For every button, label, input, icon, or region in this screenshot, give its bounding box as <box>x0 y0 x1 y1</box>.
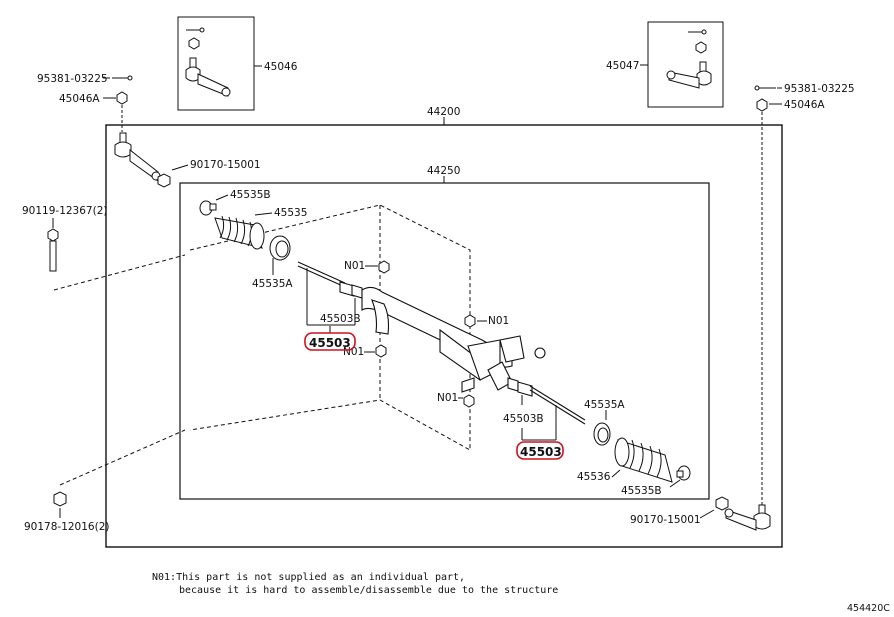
mount-bolt-icon <box>47 228 59 272</box>
ring-left-icon <box>269 235 291 261</box>
cotter-pin-left-icon <box>112 75 133 81</box>
label-45535B-upper[interactable]: 45535B <box>230 189 271 201</box>
label-n01-d[interactable]: N01 <box>437 392 458 404</box>
tie-rod-end-right-icon <box>724 504 771 531</box>
assembly-45047-frame <box>647 21 724 108</box>
footnote-line-2: because it is hard to assemble/disassemb… <box>179 585 558 596</box>
label-45046A-left[interactable]: 45046A <box>59 93 100 105</box>
castle-nut-left-icon <box>116 91 128 105</box>
rack-end-left-highlight[interactable] <box>304 332 356 351</box>
label-45503B-left[interactable]: 45503B <box>320 313 361 325</box>
lock-nut-right-icon <box>715 496 729 511</box>
label-45046A-right[interactable]: 45046A <box>784 99 825 111</box>
lock-nut-left-icon <box>157 173 171 188</box>
n01-bushing-a-icon <box>378 260 390 274</box>
label-n01-c[interactable]: N01 <box>343 346 364 358</box>
cotter-pin-right-icon <box>754 85 776 91</box>
label-45535A-right[interactable]: 45535A <box>584 399 625 411</box>
label-n01-a[interactable]: N01 <box>344 260 365 272</box>
boot-right-icon <box>614 437 673 483</box>
bushing-bolt-icon <box>53 491 67 507</box>
label-45503B-right[interactable]: 45503B <box>503 413 544 425</box>
label-45046[interactable]: 45046 <box>264 61 298 73</box>
label-45047[interactable]: 45047 <box>606 60 639 72</box>
footnote-line-1: N01:This part is not supplied as an indi… <box>152 572 465 583</box>
steering-rack-housing <box>297 261 586 425</box>
ring-right-icon <box>593 422 611 446</box>
label-44200[interactable]: 44200 <box>427 106 460 118</box>
label-45536[interactable]: 45536 <box>577 471 611 483</box>
boot-clamp-right-icon <box>676 465 691 481</box>
label-95381-left[interactable]: 95381-03225 <box>37 73 108 85</box>
label-45503-right[interactable]: 45503 <box>520 445 562 459</box>
n01-bushing-c-icon <box>375 344 387 358</box>
n01-bushing-d-icon <box>463 394 475 408</box>
rack-end-right-highlight[interactable] <box>516 441 564 460</box>
label-n01-b[interactable]: N01 <box>488 315 509 327</box>
assembly-45046-frame <box>177 16 255 111</box>
label-45535[interactable]: 45535 <box>274 207 307 219</box>
label-44250[interactable]: 44250 <box>427 165 460 177</box>
tie-rod-end-small-right-icon <box>666 29 712 89</box>
label-45503-left[interactable]: 45503 <box>309 336 351 350</box>
label-90170-left[interactable]: 90170-15001 <box>190 159 261 171</box>
castle-nut-right-icon <box>756 98 768 112</box>
label-45535A-left[interactable]: 45535A <box>252 278 293 290</box>
boot-left-icon <box>214 215 265 250</box>
tie-rod-end-small-left-icon <box>185 27 231 97</box>
n01-bushing-b-icon <box>464 314 476 328</box>
label-90119[interactable]: 90119-12367(2) <box>22 205 107 217</box>
figure-id: 454420C <box>847 603 890 614</box>
label-95381-right[interactable]: 95381-03225 <box>784 83 855 95</box>
boot-clamp-left-icon <box>199 200 217 216</box>
tie-rod-end-left-icon <box>114 132 161 182</box>
label-90170-right[interactable]: 90170-15001 <box>630 514 701 526</box>
label-90178[interactable]: 90178-12016(2) <box>24 521 109 533</box>
label-45535B-lower[interactable]: 45535B <box>621 485 662 497</box>
